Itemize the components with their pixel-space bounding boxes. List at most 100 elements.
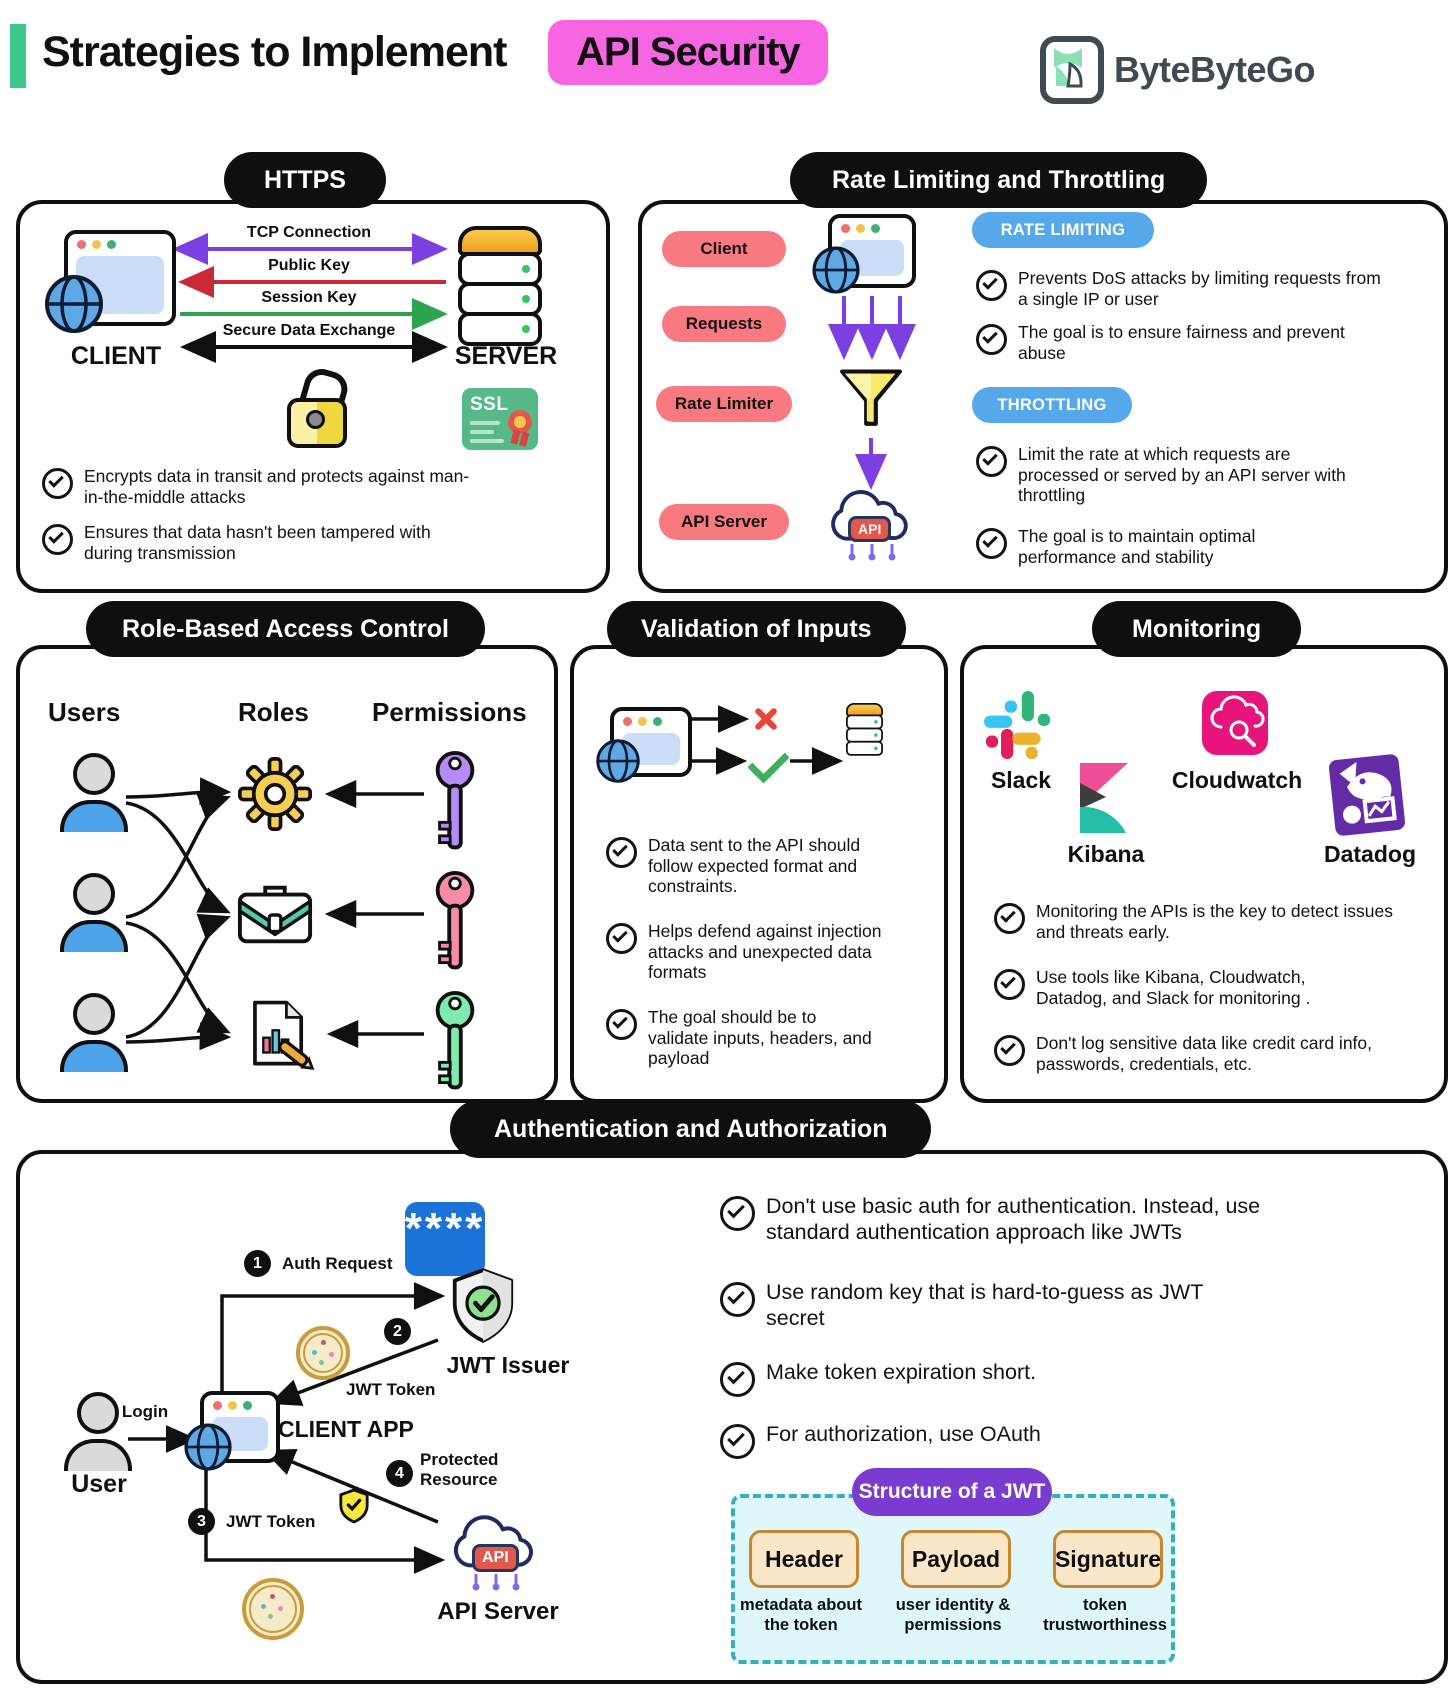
- check-icon: [720, 1362, 755, 1397]
- bullet-text: The goal should be to validate inputs, h…: [648, 1007, 872, 1069]
- step-1-badge: 1: [244, 1250, 271, 1277]
- tool-label-kibana: Kibana: [1067, 841, 1145, 867]
- login-label: Login: [121, 1402, 169, 1421]
- brand-name: ByteByteGo: [1114, 49, 1316, 90]
- api-server-label: API Server: [437, 1598, 559, 1625]
- brand-logo: ByteByteGo: [1040, 36, 1316, 104]
- key-icon-pink: [435, 870, 475, 970]
- bullet-text: The goal is to maintain optimal performa…: [1018, 526, 1256, 567]
- bullet-text: Use random key that is hard-to-guess as …: [766, 1280, 1203, 1330]
- bullet-text: The goal is to ensure fairness and preve…: [1018, 322, 1345, 363]
- password-icon: ****: [405, 1202, 485, 1276]
- client-app-label: CLIENT APP: [278, 1416, 414, 1442]
- auth-bullet-1: Don't use basic auth for authentication.…: [720, 1194, 1332, 1246]
- validation-client-icon: [596, 707, 692, 783]
- jwt-issuer-label: JWT Issuer: [446, 1352, 570, 1378]
- tool-label-cloudwatch: Cloudwatch: [1171, 767, 1303, 793]
- check-icon: [720, 1424, 755, 1459]
- jwt-structure-title: Structure of a JWT: [852, 1468, 1052, 1516]
- step-1-label: Auth Request: [282, 1254, 393, 1273]
- bullet-text: Limit the rate at which requests are pro…: [1018, 444, 1346, 506]
- cloudwatch-icon: [1202, 691, 1268, 755]
- rate-limiting-pill: RATE LIMITING: [972, 212, 1154, 248]
- panel-auth-title: Authentication and Authorization: [450, 1100, 932, 1158]
- arrow-label-secure-data: Secure Data Exchange: [222, 322, 396, 339]
- server-icon: [458, 226, 542, 346]
- rate-bullet-4: The goal is to maintain optimal performa…: [976, 526, 1348, 567]
- kibana-icon: [1080, 763, 1128, 833]
- bullet-text: Make token expiration short.: [766, 1360, 1037, 1384]
- step-2-badge: 2: [384, 1318, 411, 1345]
- jwt-part-payload-desc: user identity & permissions: [895, 1596, 1011, 1634]
- jwt-part-header: Header: [749, 1530, 859, 1588]
- bullet-text: Monitoring the APIs is the key to detect…: [1036, 901, 1393, 942]
- arrow-label-tcp: TCP Connection: [246, 224, 372, 241]
- api-badge: API: [848, 516, 892, 542]
- monitoring-bullet-1: Monitoring the APIs is the key to detect…: [994, 901, 1396, 942]
- step-3-label: JWT Token: [226, 1512, 316, 1531]
- arrow-label-public-key: Public Key: [268, 257, 350, 274]
- api-badge: API: [472, 1544, 519, 1572]
- ssl-label: SSL: [470, 394, 509, 415]
- client-app-icon: [184, 1391, 280, 1471]
- https-bullet-2: Ensures that data hasn't been tampered w…: [42, 522, 476, 563]
- auth-bullet-2: Use random key that is hard-to-guess as …: [720, 1280, 1266, 1332]
- panel-monitoring: Monitoring Slack Kibana: [960, 601, 1448, 1103]
- funnel-icon: [840, 369, 902, 426]
- valid-check-icon: [747, 741, 790, 784]
- tool-label-slack: Slack: [990, 767, 1052, 793]
- column-roles: Roles: [238, 697, 309, 727]
- arrow-label-session-key: Session Key: [261, 289, 357, 306]
- rate-bullet-3: Limit the rate at which requests are pro…: [976, 444, 1370, 506]
- jwt-part-header-desc: metadata about the token: [740, 1596, 862, 1634]
- briefcase-role-icon: [237, 885, 313, 944]
- rate-bullet-2: The goal is to ensure fairness and preve…: [976, 322, 1358, 363]
- throttling-pill: THROTTLING: [972, 387, 1132, 423]
- step-4-badge: 4: [386, 1460, 413, 1487]
- monitoring-bullet-2: Use tools like Kibana, Cloudwatch, Datad…: [994, 967, 1346, 1008]
- client-label: CLIENT: [70, 342, 162, 370]
- gear-role-icon: [238, 757, 312, 831]
- step-4-label: Protected Resource: [420, 1450, 499, 1490]
- panel-auth: Authentication and Authorization User Lo…: [16, 1100, 1448, 1684]
- flow-pill-client: Client: [662, 231, 786, 267]
- panel-validation: Validation of Inputs Data sent to the AP…: [570, 601, 948, 1103]
- check-icon: [994, 903, 1025, 934]
- panel-https-title: HTTPS: [224, 152, 386, 208]
- check-icon: [994, 1035, 1025, 1066]
- flow-pill-rate-limiter: Rate Limiter: [656, 386, 792, 422]
- jwt-token-icon: [242, 1578, 304, 1640]
- bullet-text: Prevents DoS attacks by limiting request…: [1018, 268, 1381, 309]
- check-icon: [42, 468, 73, 499]
- check-icon: [976, 324, 1007, 355]
- check-icon: [994, 969, 1025, 1000]
- validation-bullet-3: The goal should be to validate inputs, h…: [606, 1007, 878, 1069]
- panel-rate-title: Rate Limiting and Throttling: [790, 152, 1208, 208]
- flow-pill-requests: Requests: [662, 306, 786, 342]
- validation-server-icon: [846, 703, 883, 756]
- document-role-icon: [253, 1000, 315, 1070]
- bullet-text: Data sent to the API should follow expec…: [648, 835, 861, 897]
- auth-bullet-3: Make token expiration short.: [720, 1360, 1326, 1397]
- check-icon: [976, 446, 1007, 477]
- user-icon: [64, 1392, 132, 1471]
- user-icon: [60, 753, 128, 832]
- panel-rbac-title: Role-Based Access Control: [86, 601, 485, 657]
- api-legs: [848, 544, 896, 561]
- client-browser-icon: [45, 230, 176, 333]
- slack-icon: [984, 691, 1051, 760]
- ssl-certificate-icon: SSL: [462, 388, 538, 450]
- step-2-label: JWT Token: [346, 1380, 436, 1399]
- column-permissions: Permissions: [372, 697, 527, 727]
- user-icon: [60, 993, 128, 1072]
- check-icon: [720, 1282, 755, 1317]
- https-bullet-1: Encrypts data in transit and protects ag…: [42, 466, 476, 507]
- flow-pill-api-server: API Server: [659, 504, 789, 540]
- step-3-badge: 3: [188, 1508, 215, 1535]
- panel-https: HTTPS TCP Connection Public Key Session …: [16, 152, 610, 593]
- key-icon-purple: [435, 750, 475, 850]
- column-users: Users: [48, 697, 121, 727]
- check-icon: [720, 1196, 755, 1231]
- tool-label-datadog: Datadog: [1324, 841, 1416, 867]
- rate-bullet-1: Prevents DoS attacks by limiting request…: [976, 268, 1388, 309]
